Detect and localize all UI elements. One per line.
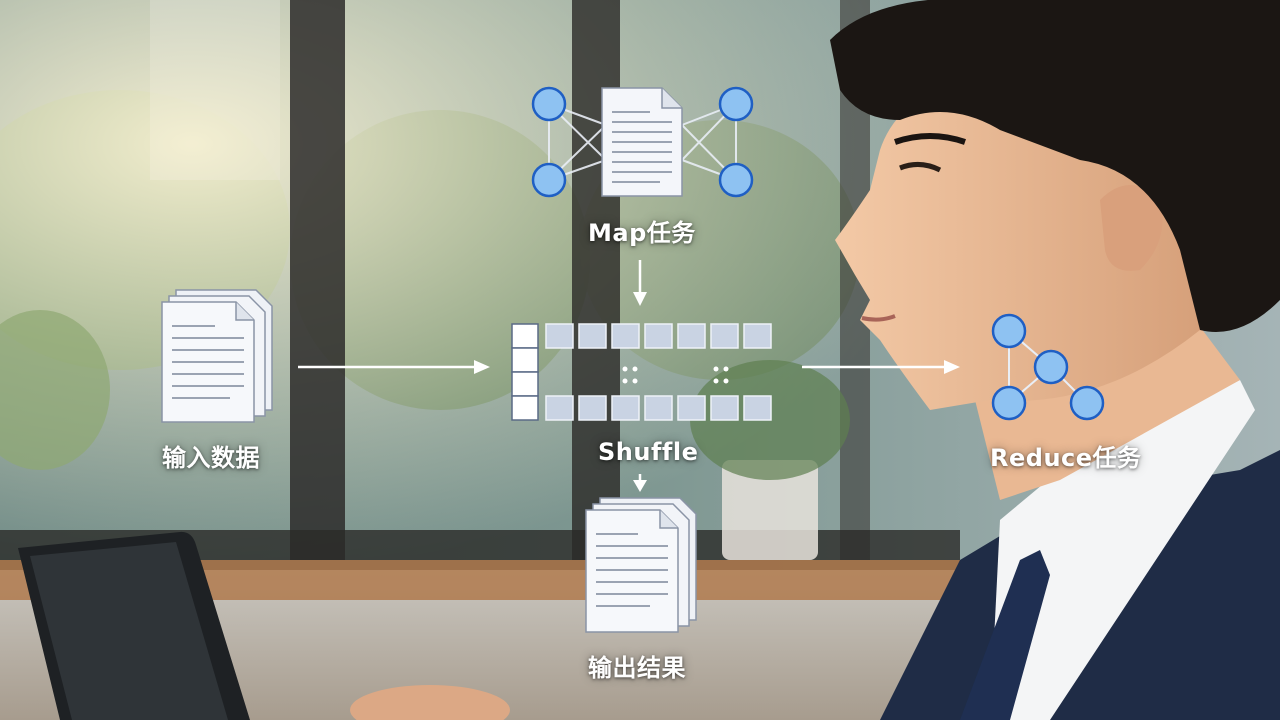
window-frame-2: [572, 0, 620, 560]
ear: [1100, 185, 1163, 271]
map-node-tr: [718, 86, 754, 122]
plant-left: [0, 310, 110, 470]
plant-pot: [722, 460, 818, 560]
map-document-icon: [601, 87, 683, 197]
map-node-bl: [531, 162, 567, 198]
eyebrow: [894, 133, 966, 145]
arrow-shuffle-to-reduce: [802, 360, 960, 374]
tie: [960, 550, 1050, 720]
arrow-input-to-shuffle: [298, 360, 490, 374]
output-document-stack-icon: [585, 497, 697, 633]
map-node-br: [718, 162, 754, 198]
laptop-screen: [30, 542, 228, 720]
reduce-task-label: Reduce任务: [990, 444, 1142, 472]
map-node-tl: [531, 86, 567, 122]
eye: [899, 162, 942, 173]
map-network-icon: [531, 86, 754, 198]
mouth: [861, 314, 896, 322]
window-frame-1: [290, 0, 345, 560]
map-task-label: Map任务: [588, 219, 696, 247]
input-data-label: 输入数据: [162, 444, 260, 472]
arrow-shuffle-to-output: [633, 474, 647, 492]
shuffle-grid-icon: [511, 323, 772, 421]
shirt-collar: [990, 380, 1255, 720]
input-document-stack-icon: [161, 289, 273, 423]
hand: [350, 685, 510, 720]
arrow-map-to-shuffle: [633, 260, 647, 306]
shuffle-label: Shuffle: [598, 438, 699, 466]
hair: [830, 0, 1280, 332]
reduce-tree-icon: [991, 313, 1105, 421]
output-result-label: 输出结果: [588, 654, 686, 682]
